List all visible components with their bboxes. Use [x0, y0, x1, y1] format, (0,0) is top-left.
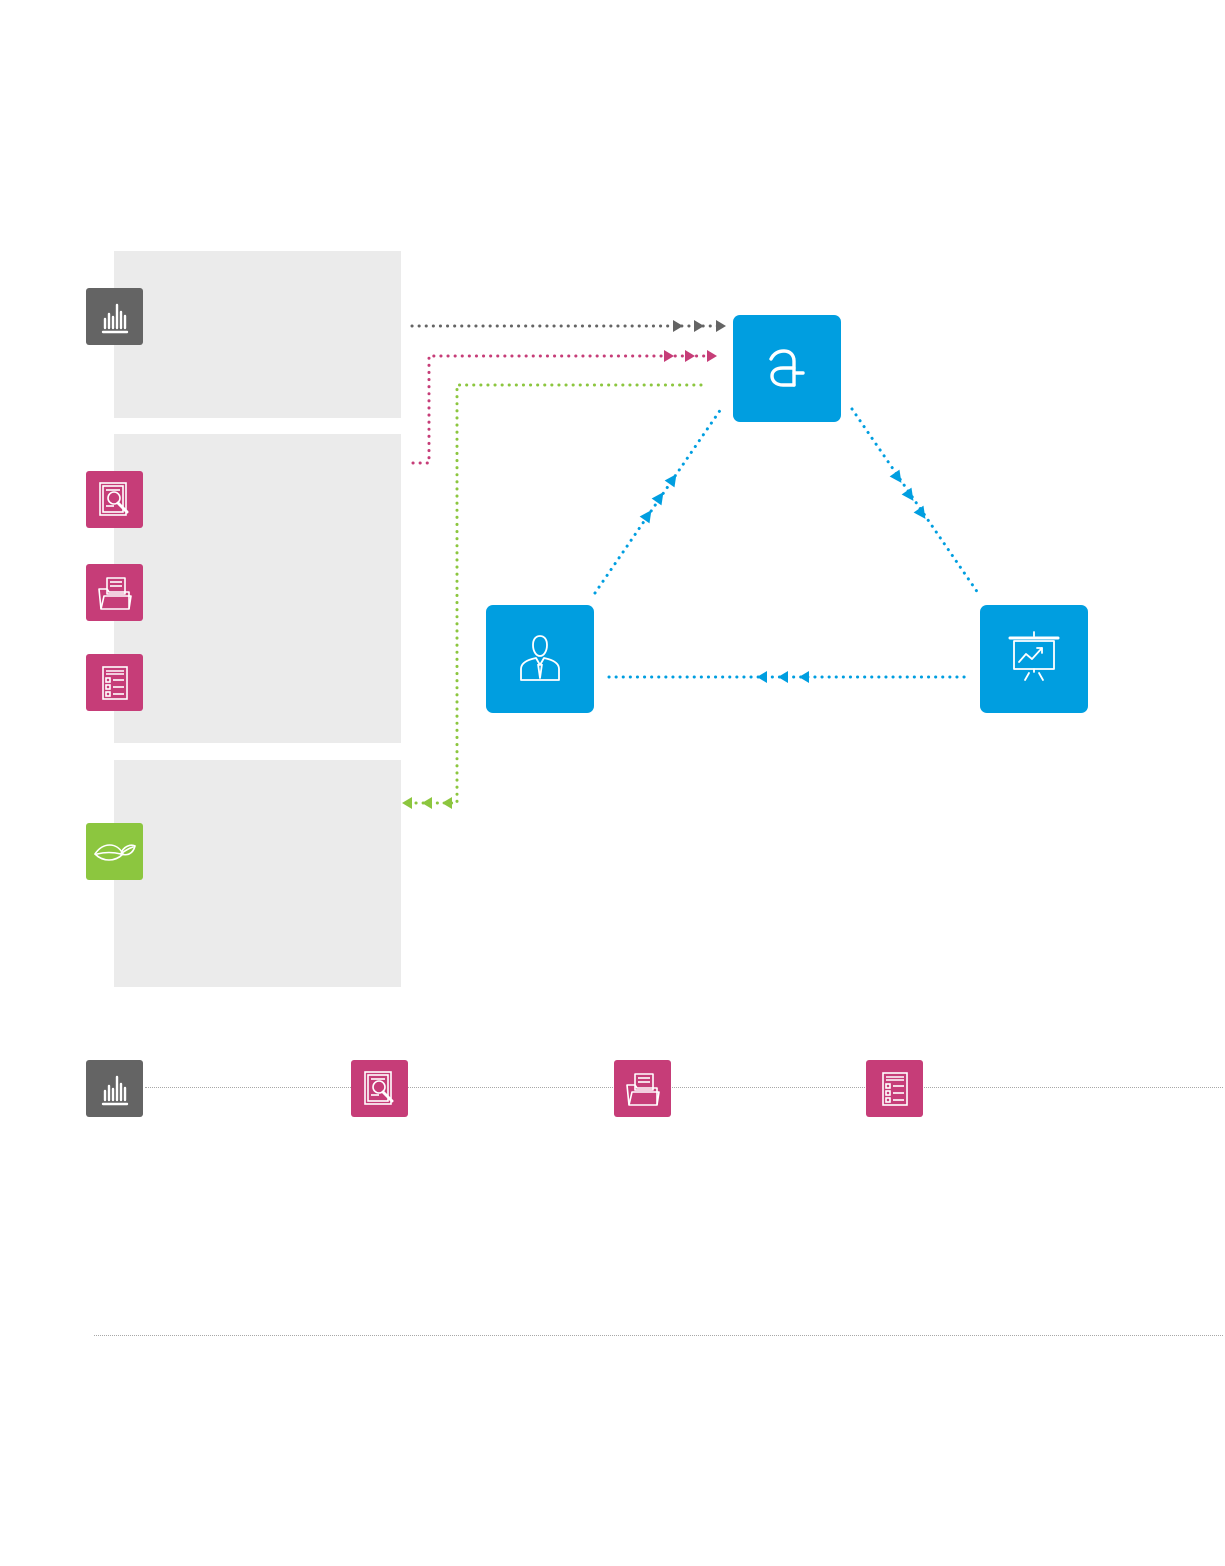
magenta-connector — [411, 350, 718, 465]
presentation-chart-icon — [1008, 631, 1060, 681]
hub-left-tile — [486, 605, 594, 713]
bar-chart-icon — [101, 303, 128, 333]
blue-connector-left-to-top — [593, 407, 723, 595]
panel-magenta-section — [114, 434, 401, 743]
gray-connector — [410, 320, 726, 332]
bar-chart-tile — [86, 288, 143, 345]
document-search-tile — [86, 471, 143, 528]
document-search-icon — [363, 1070, 393, 1105]
bottom-document-search-tile — [351, 1060, 408, 1117]
folder-documents-icon — [97, 576, 132, 610]
document-search-icon — [98, 481, 128, 516]
leaf-tile — [86, 823, 143, 880]
logo-a-icon — [769, 348, 805, 387]
form-list-icon — [881, 1071, 908, 1106]
bar-chart-icon — [101, 1075, 128, 1105]
bottom-folder-documents-tile — [614, 1060, 671, 1117]
bottom-form-list-tile — [866, 1060, 923, 1117]
folder-documents-tile — [86, 564, 143, 621]
footer-separator — [94, 1335, 1223, 1336]
hub-top-tile — [733, 315, 841, 422]
panel-gray-section — [114, 251, 401, 418]
person-icon — [520, 635, 560, 681]
leaf-icon — [93, 843, 136, 861]
blue-connector-top-to-right — [850, 407, 980, 595]
blue-connector-right-to-left — [607, 671, 969, 683]
form-list-tile — [86, 654, 143, 711]
panel-green-section — [114, 760, 401, 987]
hub-right-tile — [980, 605, 1088, 713]
bottom-bar-chart-tile — [86, 1060, 143, 1117]
green-connector — [402, 383, 703, 809]
bottom-row-separator — [145, 1087, 1223, 1088]
folder-documents-icon — [625, 1072, 660, 1106]
form-list-icon — [101, 665, 128, 700]
